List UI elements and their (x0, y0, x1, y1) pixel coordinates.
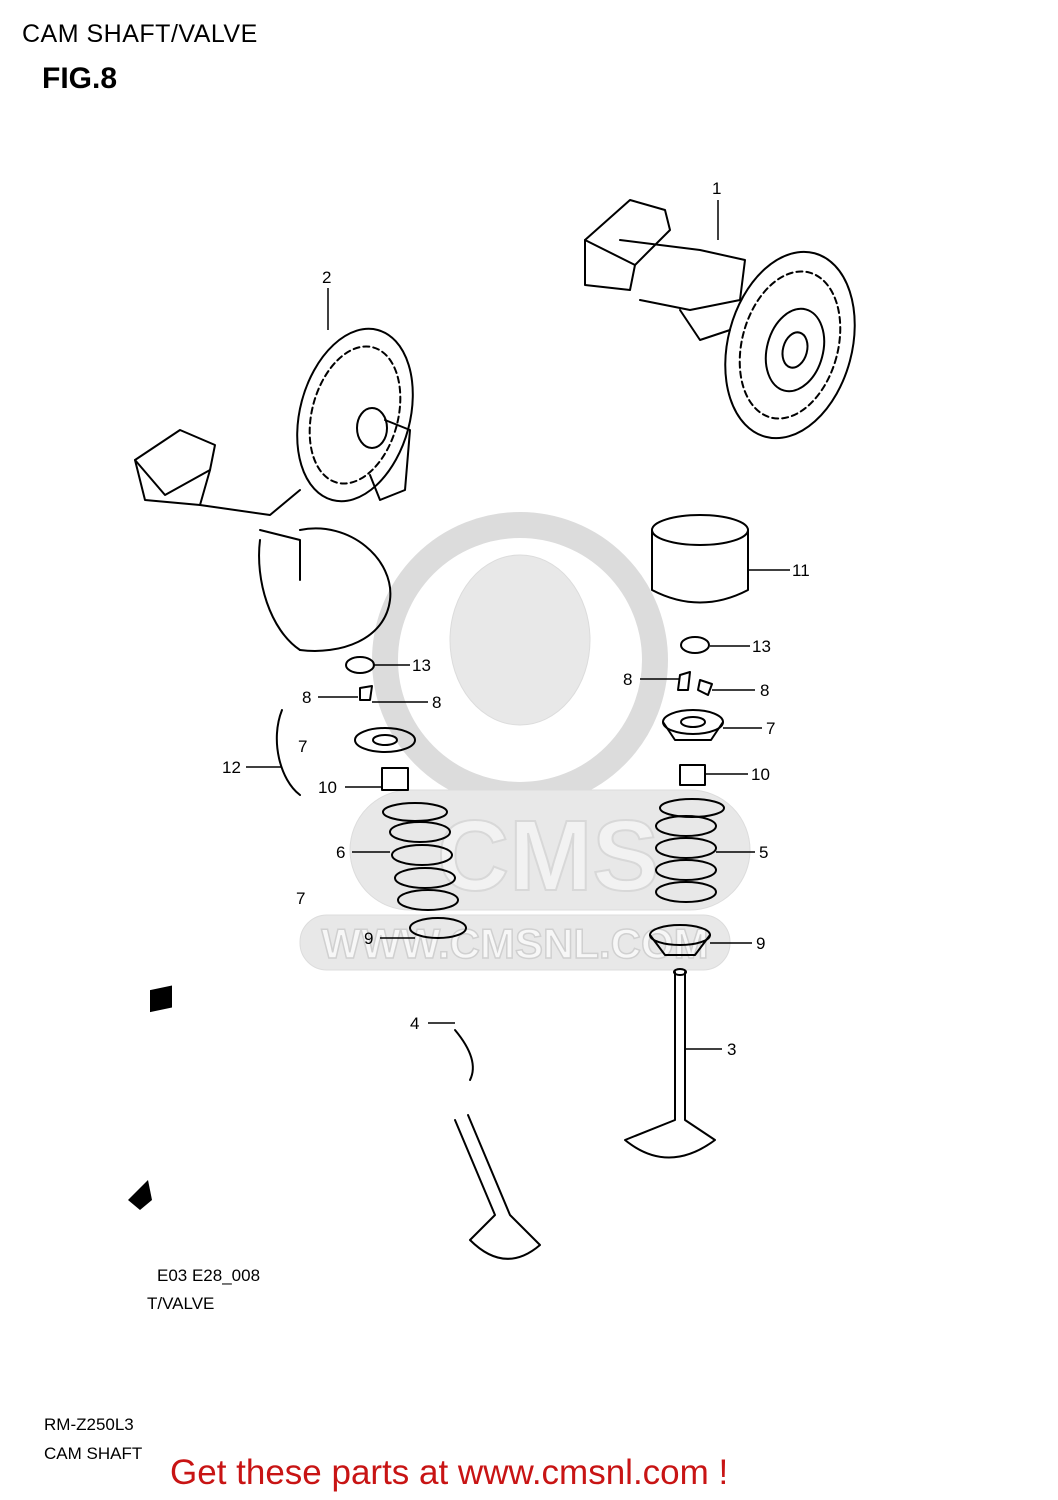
watermark-logo-text: CMS (437, 800, 659, 912)
page-title: CAM SHAFT/VALVE (22, 20, 258, 48)
callout-10: 10 (751, 765, 770, 784)
callout-1: 1 (712, 179, 721, 198)
callout-9: 9 (756, 934, 765, 953)
left-valve-train (275, 656, 541, 1260)
callout-8: 8 (432, 693, 441, 712)
watermark: CMS WWW.CMSNL.COM (299, 512, 751, 971)
figure-label: FIG.8 (42, 62, 118, 95)
callout-9: 9 (364, 929, 373, 948)
front-arrow-icon (128, 1180, 152, 1210)
callout-7: 7 (296, 889, 305, 908)
callout-8: 8 (623, 670, 632, 689)
callout-12: 12 (222, 758, 241, 777)
section-name: CAM SHAFT (44, 1444, 143, 1463)
callout-5: 5 (759, 843, 768, 862)
right-valve-train (624, 636, 725, 1159)
watermark-url-text: WWW.CMSNL.COM (321, 920, 708, 967)
callout-4: 4 (410, 1014, 419, 1033)
model-code: RM-Z250L3 (44, 1415, 134, 1434)
leader-lines (246, 200, 790, 1050)
callout-7: 7 (298, 737, 307, 756)
callout-3: 3 (727, 1040, 736, 1059)
callout-2: 2 (322, 268, 331, 287)
callout-11: 11 (792, 561, 810, 580)
callout-10: 10 (318, 778, 337, 797)
callout-8: 8 (302, 688, 311, 707)
callout-6: 6 (336, 843, 345, 862)
callout-labels: 1 2 11 13 8 8 7 10 5 9 3 13 8 8 7 12 10 … (222, 179, 810, 1059)
wd-badge-icon (150, 985, 172, 1013)
callout-7: 7 (766, 719, 775, 738)
camshaft-exhaust (584, 199, 856, 440)
partial-title: T/VALVE (147, 1294, 215, 1313)
callout-8: 8 (760, 681, 769, 700)
tappet (651, 514, 749, 604)
callout-13: 13 (412, 656, 431, 675)
cta-link[interactable]: Get these parts at www.cmsnl.com ! (170, 1453, 729, 1492)
diagram-code: E03 E28_008 (157, 1266, 261, 1285)
callout-13: 13 (752, 637, 771, 656)
camshaft-intake (134, 327, 414, 652)
